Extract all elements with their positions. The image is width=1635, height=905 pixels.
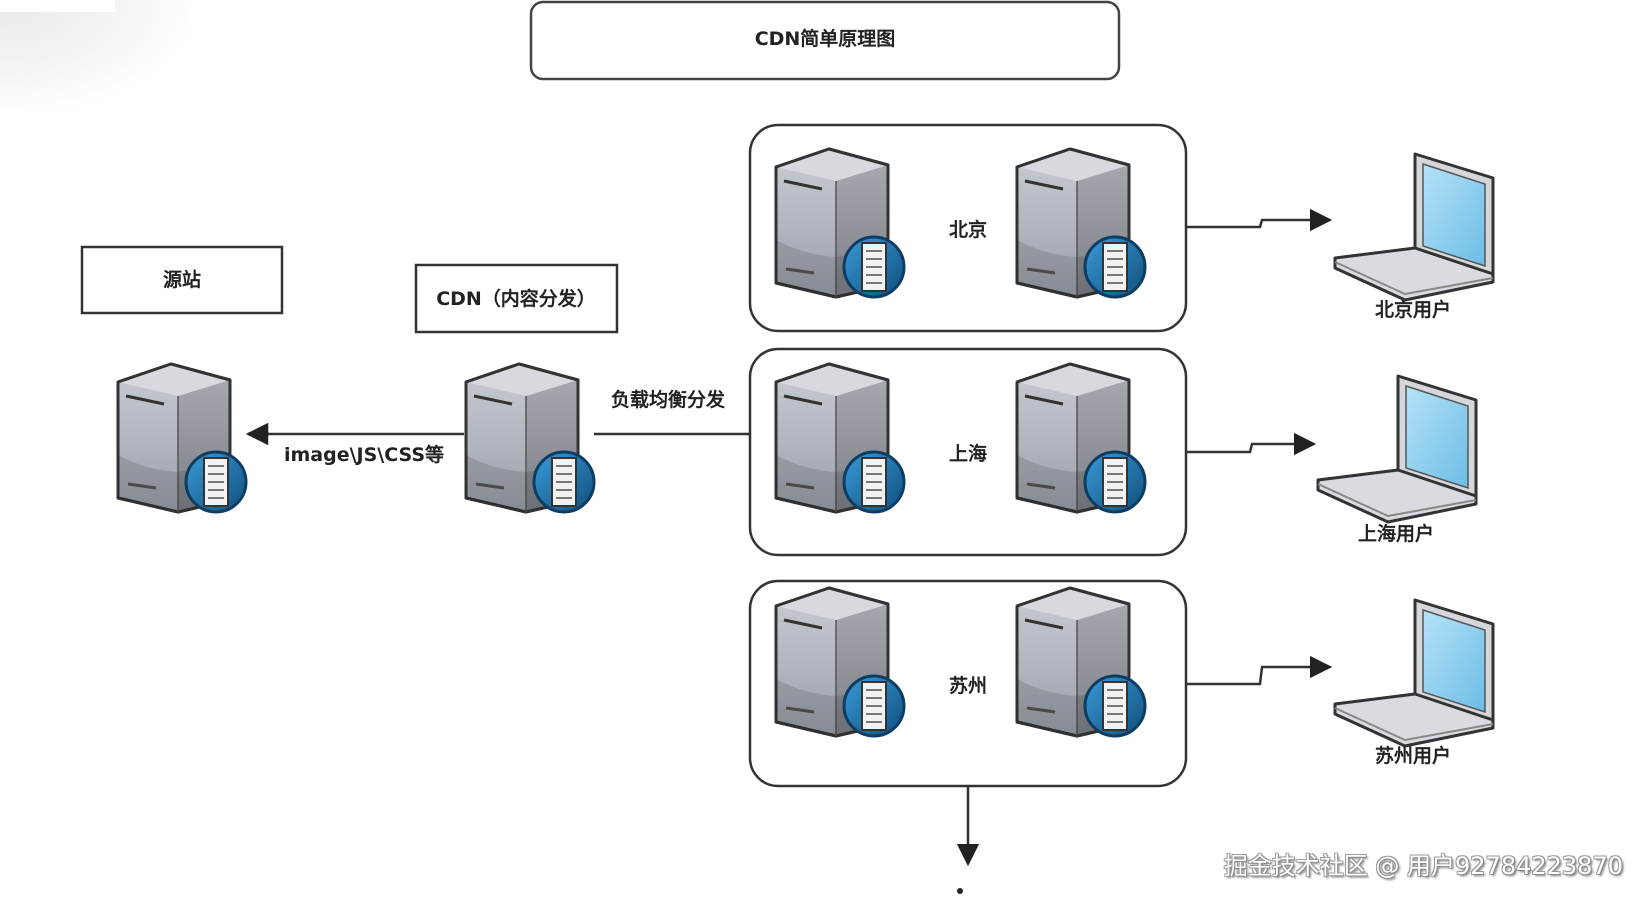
origin-label-box xyxy=(80,245,284,315)
cdn-label-box xyxy=(414,263,619,334)
cdn-to-origin-label: image\JS\CSS等 xyxy=(284,443,444,466)
watermark: 掘金技术社区 @ 用户92784223870 xyxy=(1223,852,1623,880)
region-to-user-arrow xyxy=(1186,208,1333,232)
edge-server-icon xyxy=(774,147,906,299)
corner-artifact xyxy=(0,0,190,110)
edge-server-icon xyxy=(774,362,906,514)
cdn-server-icon xyxy=(464,362,596,514)
region-name: 苏州 xyxy=(949,674,987,697)
title-box xyxy=(529,0,1121,81)
edge-server-icon xyxy=(1015,362,1147,514)
edge-server-icon xyxy=(1015,147,1147,299)
edge-server-icon xyxy=(1015,586,1147,738)
region-suzhou: 苏州 苏州用户 xyxy=(748,579,1495,788)
region-name: 北京 xyxy=(949,218,987,241)
laptop-icon xyxy=(1333,152,1495,302)
user-label: 北京用户 xyxy=(1375,298,1451,321)
region-to-user-arrow xyxy=(1186,432,1317,456)
load-balance-label: 负载均衡分发 xyxy=(611,388,726,411)
user-label: 上海用户 xyxy=(1358,522,1434,545)
region-beijing: 北京 北京用户 xyxy=(748,123,1495,333)
origin-label: 源站 xyxy=(163,268,201,291)
diagram-title: CDN简单原理图 xyxy=(755,27,896,50)
laptop-icon xyxy=(1316,374,1478,524)
user-label: 苏州用户 xyxy=(1375,744,1451,767)
laptop-icon xyxy=(1333,598,1495,748)
region-name: 上海 xyxy=(949,442,987,465)
cdn-label: CDN（内容分发） xyxy=(436,287,596,310)
edge-server-icon xyxy=(774,586,906,738)
region-to-user-arrow xyxy=(1186,655,1333,686)
origin-server-icon xyxy=(116,362,248,514)
region-shanghai: 上海 上海用户 xyxy=(748,347,1478,557)
ellipsis-dot xyxy=(957,888,963,894)
